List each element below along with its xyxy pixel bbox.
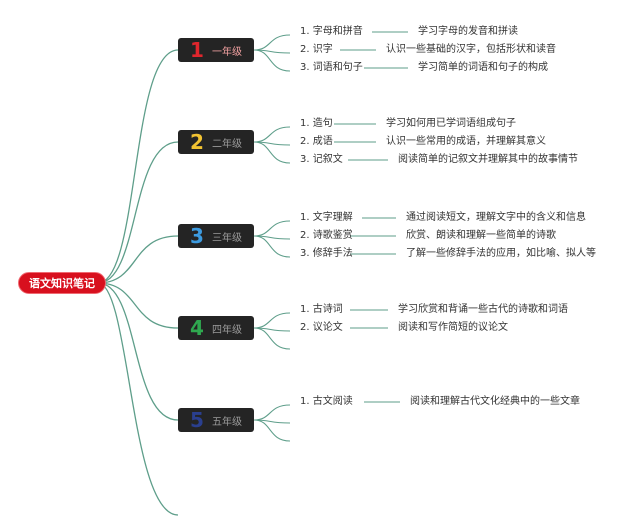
grade-to-topic-connector bbox=[253, 49, 291, 72]
topic-label[interactable]: 2. 诗歌鉴赏 bbox=[300, 230, 353, 241]
grade-to-topic-connector bbox=[253, 312, 291, 329]
grade-to-topic-connector bbox=[253, 34, 291, 51]
topic-description: 学习欣赏和背诵一些古代的诗歌和词语 bbox=[398, 304, 568, 315]
grade-node-1[interactable]: 1 一年级 bbox=[178, 38, 254, 62]
topic-description: 了解一些修辞手法的应用，如比喻、拟人等 bbox=[406, 248, 596, 259]
topic-description: 认识一些常用的成语，并理解其意义 bbox=[386, 136, 546, 147]
topic-description: 认识一些基础的汉字，包括形状和读音 bbox=[386, 44, 556, 55]
topic-description: 阅读和理解古代文化经典中的一些文章 bbox=[410, 396, 580, 407]
topic-description: 欣赏、朗读和理解一些简单的诗歌 bbox=[406, 230, 556, 241]
grade-to-topic-connector bbox=[253, 220, 291, 237]
topic-description: 学习如何用已学词语组成句子 bbox=[386, 118, 516, 129]
grade-node-2[interactable]: 2 二年级 bbox=[178, 130, 254, 154]
grade-number: 4 bbox=[190, 316, 204, 340]
grade-node-5[interactable]: 5 五年级 bbox=[178, 408, 254, 432]
grade-label: 三年级 bbox=[212, 232, 242, 244]
root-to-grade-connector-4 bbox=[97, 282, 179, 329]
grade-to-topic-connector bbox=[253, 141, 291, 164]
topic-label[interactable]: 1. 文字理解 bbox=[300, 212, 353, 223]
root-node[interactable]: 语文知识笔记 bbox=[18, 272, 106, 294]
topic-label[interactable]: 3. 词语和句子 bbox=[300, 62, 363, 73]
topic-description: 学习字母的发音和拼读 bbox=[418, 26, 518, 37]
grade-label: 一年级 bbox=[212, 46, 242, 58]
topic-label[interactable]: 2. 议论文 bbox=[300, 322, 343, 333]
topic-description: 通过阅读短文，理解文字中的含义和信息 bbox=[406, 212, 586, 223]
topic-label[interactable]: 3. 记叙文 bbox=[300, 154, 343, 165]
grade-number: 1 bbox=[190, 38, 204, 62]
root-to-grade-connector-5 bbox=[97, 282, 179, 421]
grade-node-4[interactable]: 4 四年级 bbox=[178, 316, 254, 340]
grade-to-topic-connector bbox=[253, 419, 291, 442]
topic-label[interactable]: 1. 古文阅读 bbox=[300, 396, 353, 407]
grade-label: 二年级 bbox=[212, 138, 242, 150]
topic-label[interactable]: 2. 成语 bbox=[300, 136, 333, 147]
topic-label[interactable]: 1. 古诗词 bbox=[300, 304, 343, 315]
topic-label[interactable]: 3. 修辞手法 bbox=[300, 248, 353, 259]
root-to-extra-connector bbox=[97, 282, 179, 516]
grade-to-topic-connector bbox=[253, 327, 291, 350]
topic-label[interactable]: 1. 造句 bbox=[300, 118, 333, 129]
grade-number: 5 bbox=[190, 408, 204, 432]
grade-label: 四年级 bbox=[212, 324, 242, 336]
grade-to-topic-connector bbox=[253, 235, 291, 258]
root-to-grade-connector-2 bbox=[97, 141, 179, 284]
topic-description: 阅读简单的记叙文并理解其中的故事情节 bbox=[398, 154, 578, 165]
grade-number: 3 bbox=[190, 224, 204, 248]
root-to-grade-connector-1 bbox=[97, 49, 179, 284]
topic-label[interactable]: 2. 识字 bbox=[300, 44, 333, 55]
root-to-grade-connector-3 bbox=[97, 235, 179, 284]
grade-number: 2 bbox=[190, 130, 204, 154]
grade-node-3[interactable]: 3 三年级 bbox=[178, 224, 254, 248]
topic-label[interactable]: 1. 字母和拼音 bbox=[300, 26, 363, 37]
grade-label: 五年级 bbox=[212, 416, 242, 428]
grade-to-topic-connector bbox=[253, 126, 291, 143]
topic-description: 学习简单的词语和句子的构成 bbox=[418, 62, 548, 73]
topic-description: 阅读和写作简短的议论文 bbox=[398, 322, 508, 333]
grade-to-topic-connector bbox=[253, 404, 291, 421]
